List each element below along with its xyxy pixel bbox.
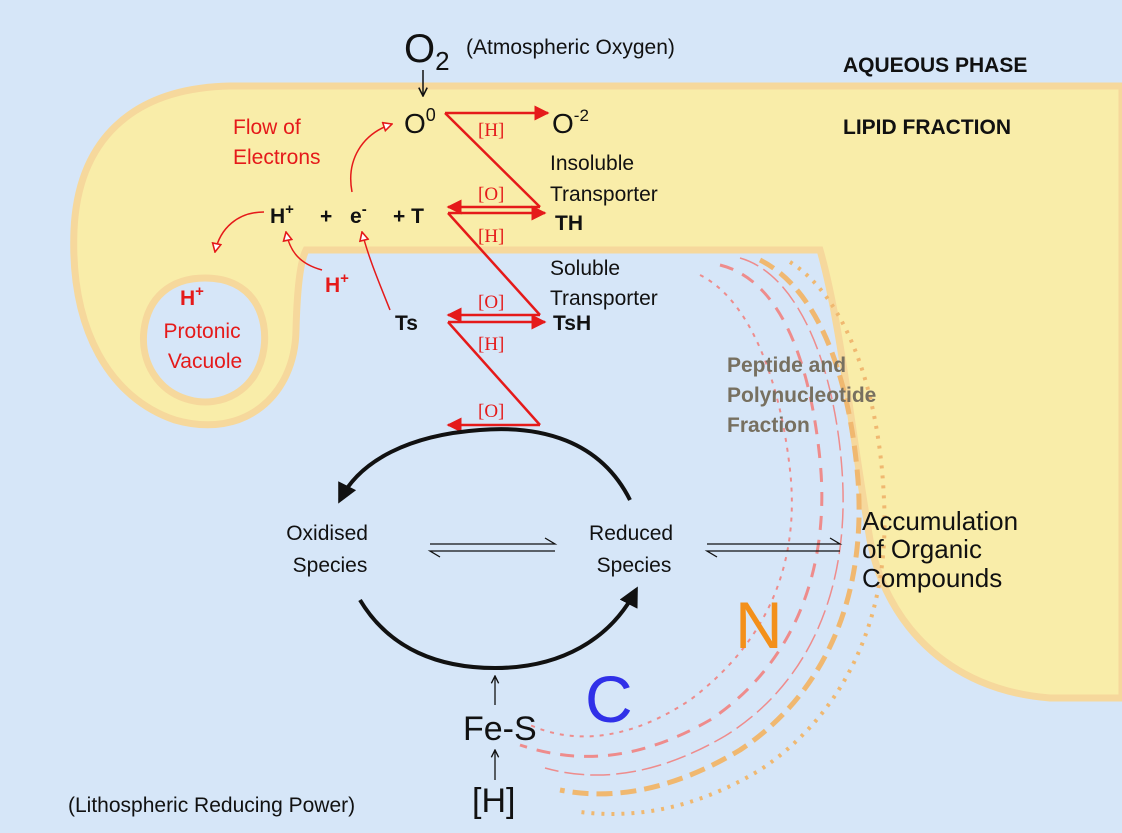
bracket-h-1: [H] xyxy=(478,120,504,141)
species-equilibrium-arrows xyxy=(427,537,558,558)
bracket-h-3: [H] xyxy=(478,334,504,355)
lipid-region xyxy=(70,82,1122,702)
oxidised-species-label: Oxidised Species xyxy=(286,522,374,577)
letter-c: C xyxy=(585,662,633,736)
lipid-fraction-label: LIPID FRACTION xyxy=(843,116,1011,139)
accumulation-label: Accumulation of Organic Compounds xyxy=(862,506,1025,593)
accumulation-equilibrium-arrows xyxy=(704,537,843,558)
o-minus2-label: O-2 xyxy=(552,106,589,139)
redox-zigzag xyxy=(444,105,550,433)
tsh-label: TsH xyxy=(553,312,591,335)
equation-plus-t: + T xyxy=(393,205,424,228)
vacuole-h-plus: H+ xyxy=(180,283,204,310)
bracket-o-2: [O] xyxy=(478,292,504,313)
bracket-h-2: [H] xyxy=(478,226,504,247)
equation-plus: + xyxy=(320,205,332,228)
protonic-vacuole-label: Protonic Vacuole xyxy=(164,320,247,373)
reduced-species-label: Reduced Species xyxy=(589,522,679,577)
peptide-band xyxy=(519,257,887,816)
o-zero-label: O0 xyxy=(404,105,436,139)
letter-n: N xyxy=(735,588,783,662)
flow-electrons-arrow xyxy=(350,124,392,193)
h-to-vacuole-arrow xyxy=(215,211,265,252)
electron-equation: e- xyxy=(350,201,367,228)
bracket-o-3: [O] xyxy=(478,401,504,422)
ts-to-electron-arrow xyxy=(362,232,391,311)
free-h-plus: H+ xyxy=(325,270,349,297)
h-plus-equation: H+ xyxy=(270,201,294,228)
lithospheric-label: (Lithospheric Reducing Power) xyxy=(68,794,355,817)
soluble-transporter-label: Soluble Transporter xyxy=(550,257,658,310)
h-bracket-bottom: [H] xyxy=(472,782,515,820)
cycle-top-arrow xyxy=(338,427,632,504)
fe-s-label: Fe-S xyxy=(463,710,537,748)
cycle-bottom-arrow xyxy=(358,586,638,671)
ts-label: Ts xyxy=(395,312,418,335)
flow-of-electrons-label: Flow of Electrons xyxy=(233,116,321,169)
atmospheric-oxygen-label: (Atmospheric Oxygen) xyxy=(466,36,675,59)
o2-label: O2 xyxy=(404,27,450,76)
free-h-to-equation-arrow xyxy=(286,232,323,271)
insoluble-transporter-label: Insoluble Transporter xyxy=(550,152,658,206)
aqueous-phase-label: AQUEOUS PHASE xyxy=(843,54,1027,77)
bracket-o-1: [O] xyxy=(478,184,504,205)
peptide-fraction-label: Peptide and Polynucleotide Fraction xyxy=(727,354,882,437)
th-label: TH xyxy=(555,212,583,235)
